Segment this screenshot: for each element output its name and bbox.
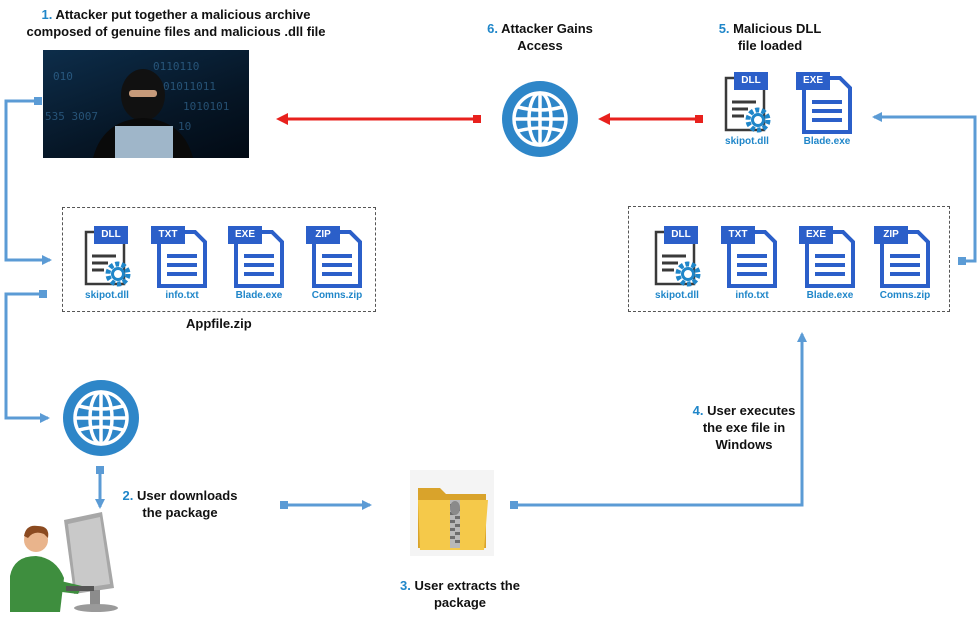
step-3-label: 3. User extracts the package	[400, 578, 520, 610]
extracted-files-box	[628, 206, 950, 312]
dll-file-icon	[84, 226, 131, 287]
svg-text:10: 10	[178, 120, 191, 133]
svg-text:0110110: 0110110	[153, 60, 199, 73]
txt-file-icon	[151, 226, 207, 288]
file-txt[interactable]: TXT info.txt	[717, 226, 787, 306]
file-name-label: skipot.dll	[725, 136, 769, 147]
file-txt[interactable]: TXT info.txt	[147, 226, 217, 306]
attacker-image: 0110110 01011011 1010101 10 535 3007 010	[43, 50, 249, 158]
svg-text:010: 010	[53, 70, 73, 83]
globe-icon	[502, 81, 578, 157]
file-name-label: Blade.exe	[803, 136, 851, 147]
step-5-label: 5. Malicious DLL file loaded	[718, 21, 822, 53]
flow-user-to-zip	[280, 500, 372, 510]
file-exe[interactable]: EXE Blade.exe	[224, 226, 294, 306]
exe-file-icon	[796, 72, 852, 134]
globe-icon	[63, 380, 139, 456]
file-type-tag: ZIP	[315, 229, 331, 240]
flow-loaded-to-globe	[598, 113, 703, 125]
file-zip[interactable]: ZIP Comns.zip	[302, 226, 372, 306]
svg-text:535 3007: 535 3007	[45, 110, 98, 123]
file-type-tag: TXT	[728, 229, 748, 240]
step-6-label: 6. Attacker Gains Access	[487, 21, 593, 53]
file-name-label: info.txt	[735, 290, 769, 301]
zip-folder-icon[interactable]	[410, 470, 494, 556]
flow-globe-to-attacker	[276, 113, 481, 125]
dll-file-icon	[654, 226, 701, 287]
file-type-tag: TXT	[158, 229, 178, 240]
step-4-label: 4. User executes the exe file in Windows	[692, 403, 796, 452]
flow-globe-to-user	[95, 466, 105, 509]
file-type-tag: DLL	[671, 229, 691, 240]
file-name-label: Comns.zip	[879, 290, 931, 301]
exe-file-icon	[228, 226, 284, 288]
file-type-tag: ZIP	[883, 229, 899, 240]
file-type-tag: EXE	[802, 75, 823, 86]
file-type-tag: DLL	[101, 229, 121, 240]
zip-file-icon	[874, 226, 930, 288]
file-type-tag: EXE	[805, 229, 826, 240]
zip-file-icon	[306, 226, 362, 288]
archive-box	[62, 207, 376, 312]
file-name-label: skipot.dll	[655, 290, 699, 301]
user-at-computer-image	[10, 512, 118, 612]
flow-archive-to-globe	[4, 290, 50, 423]
file-dll[interactable]: DLL skipot.dll	[72, 226, 142, 306]
file-dll[interactable]: DLL skipot.dll	[642, 226, 712, 306]
file-exe[interactable]: EXE Blade.exe	[792, 72, 862, 152]
file-name-label: Blade.exe	[235, 290, 283, 301]
file-zip[interactable]: ZIP Comns.zip	[870, 226, 940, 306]
step-2-label: 2. User downloads the package	[122, 488, 238, 520]
file-type-tag: EXE	[234, 229, 255, 240]
flow-extracted-to-loaded	[872, 112, 977, 265]
exe-file-icon	[799, 226, 855, 288]
archive-caption: Appfile.zip	[186, 316, 252, 331]
flow-attacker-to-archive	[4, 97, 52, 265]
file-name-label: Blade.exe	[806, 290, 854, 301]
svg-text:01011011: 01011011	[163, 80, 216, 93]
svg-text:1010101: 1010101	[183, 100, 229, 113]
file-name-label: Comns.zip	[311, 290, 363, 301]
file-name-label: info.txt	[165, 290, 199, 301]
step-1-label: 1. Attacker put together a malicious arc…	[26, 7, 326, 39]
file-dll[interactable]: DLL skipot.dll	[712, 72, 782, 152]
txt-file-icon	[721, 226, 777, 288]
file-type-tag: DLL	[741, 75, 761, 86]
file-name-label: skipot.dll	[85, 290, 129, 301]
file-exe[interactable]: EXE Blade.exe	[795, 226, 865, 306]
dll-file-icon	[724, 72, 771, 133]
flow-zip-to-extracted	[510, 332, 807, 509]
